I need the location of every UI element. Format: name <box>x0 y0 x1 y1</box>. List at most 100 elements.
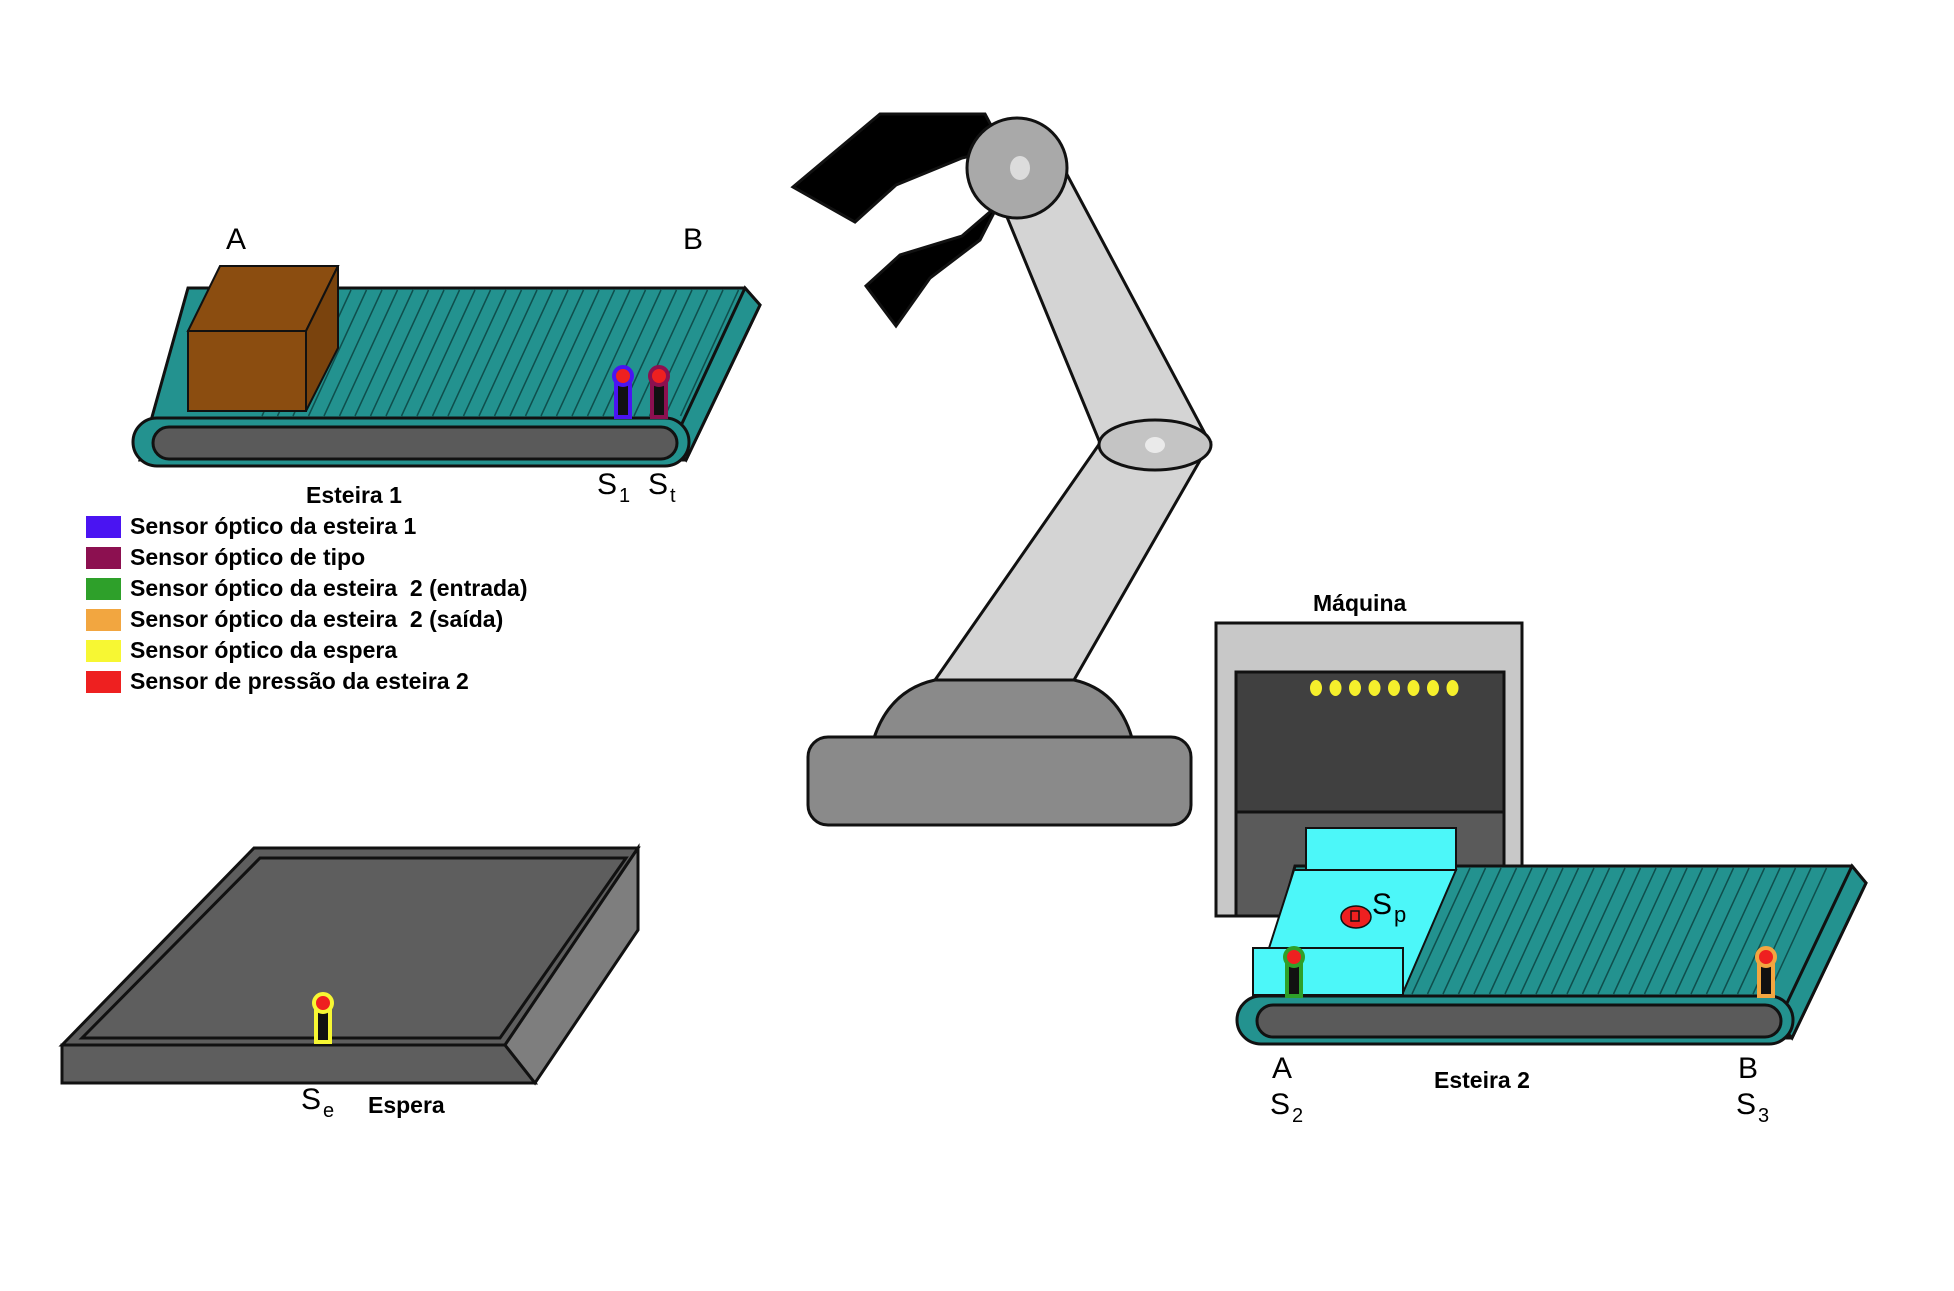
conveyor-2-title: Esteira 2 <box>1434 1067 1530 1093</box>
belt-slat <box>1612 867 1673 995</box>
legend-item: Sensor óptico de tipo <box>86 542 528 573</box>
machined-workpiece <box>1252 827 1458 996</box>
conveyor-2-point-b: B <box>1738 1052 1759 1085</box>
machine-light <box>1349 680 1361 696</box>
sensor-legend: Sensor óptico da esteira 1 Sensor óptico… <box>86 511 528 697</box>
conveyor-2-slats <box>1411 867 1828 995</box>
machine-light <box>1368 680 1381 696</box>
legend-swatch <box>86 577 121 600</box>
conveyor-2 <box>1235 827 1868 1046</box>
belt-slat <box>586 289 647 417</box>
legend-swatch <box>86 608 121 631</box>
lower-arm <box>932 441 1213 682</box>
conveyor-2-side <box>1776 863 1868 1041</box>
belt-slat <box>1721 867 1781 995</box>
belt-slat <box>1504 867 1564 995</box>
belt-slat <box>633 289 693 417</box>
legend-swatch <box>86 639 121 662</box>
conveyor-1-point-a: A <box>226 223 247 256</box>
belt-slat <box>571 289 631 417</box>
robot-arm <box>790 112 1213 827</box>
belt-slat <box>354 289 414 417</box>
sensor-sp-label: Sp <box>1372 888 1407 927</box>
machine-light <box>1446 680 1459 696</box>
machine-lights <box>1310 680 1459 696</box>
belt-slat <box>1519 867 1580 995</box>
belt-slat <box>1442 867 1502 995</box>
conveyor-1-side <box>670 285 762 463</box>
waiting-area-front <box>60 1043 539 1085</box>
gripper-upper-jaw <box>790 112 1006 224</box>
conveyor-2-track <box>1255 1003 1783 1039</box>
legend-swatch <box>86 546 121 569</box>
belt-slat <box>1426 867 1487 995</box>
legend-item: Sensor de pressão da esteira 2 <box>86 666 528 697</box>
belt-slat <box>416 289 476 417</box>
belt-slat <box>524 289 585 417</box>
belt-slat <box>307 289 368 417</box>
belt-slat <box>1488 867 1549 995</box>
waiting-area-side <box>503 843 640 1086</box>
belt-slat <box>555 289 616 417</box>
belt-slat <box>1473 867 1533 995</box>
belt-slat <box>1643 867 1704 995</box>
sensor-s2 <box>1283 946 1305 998</box>
machine-light <box>1388 680 1400 696</box>
waiting-area <box>58 843 641 1086</box>
belt-slat <box>338 289 399 417</box>
belt-slat <box>1457 867 1518 995</box>
belt-slat <box>1690 867 1750 995</box>
belt-slat <box>400 289 461 417</box>
belt-slat <box>462 289 523 417</box>
conveyor-2-point-a: A <box>1272 1052 1293 1085</box>
belt-slat <box>1628 867 1688 995</box>
sensor-s1 <box>612 365 634 419</box>
legend-item: Sensor óptico da esteira 1 <box>86 511 528 542</box>
belt-slat <box>1566 867 1626 995</box>
machine-light <box>1329 680 1342 696</box>
machine-light <box>1427 680 1439 696</box>
belt-slat <box>385 289 445 417</box>
sensor-s3 <box>1755 946 1777 998</box>
belt-slat <box>602 289 662 417</box>
machine-light <box>1310 680 1322 696</box>
robot-base <box>806 735 1193 827</box>
machine-title: Máquina <box>1313 590 1407 616</box>
belt-slat <box>323 289 383 417</box>
sensor-st <box>648 365 670 419</box>
legend-item: Sensor óptico da espera <box>86 635 528 666</box>
belt-slat <box>1705 867 1766 995</box>
belt-slat <box>369 289 430 417</box>
gripper-lower-jaw <box>863 203 1000 329</box>
machine-light <box>1407 680 1420 696</box>
waiting-area-inner <box>78 856 629 1040</box>
belt-slat <box>1736 867 1797 995</box>
belt-slat <box>1581 867 1642 995</box>
belt-slat <box>1767 867 1828 995</box>
belt-slat <box>1674 867 1735 995</box>
conveyor-1-track <box>151 425 679 461</box>
sensor-sp <box>1340 905 1372 929</box>
belt-slat <box>1535 867 1595 995</box>
belt-slat <box>664 289 724 417</box>
legend-item: Sensor óptico da esteira 2 (saída) <box>86 604 528 635</box>
sensor-se <box>312 992 334 1044</box>
belt-slat <box>447 289 507 417</box>
belt-slat <box>509 289 569 417</box>
belt-slat <box>540 289 600 417</box>
robot-base-dome <box>871 678 1135 740</box>
belt-slat <box>679 289 740 417</box>
belt-slat <box>493 289 554 417</box>
conveyor-1-title: Esteira 1 <box>306 482 402 508</box>
conveyor-1 <box>131 265 762 468</box>
legend-swatch <box>86 670 121 693</box>
legend-item: Sensor óptico da esteira 2 (entrada) <box>86 573 528 604</box>
belt-slat <box>1550 867 1611 995</box>
legend-swatch <box>86 515 121 538</box>
